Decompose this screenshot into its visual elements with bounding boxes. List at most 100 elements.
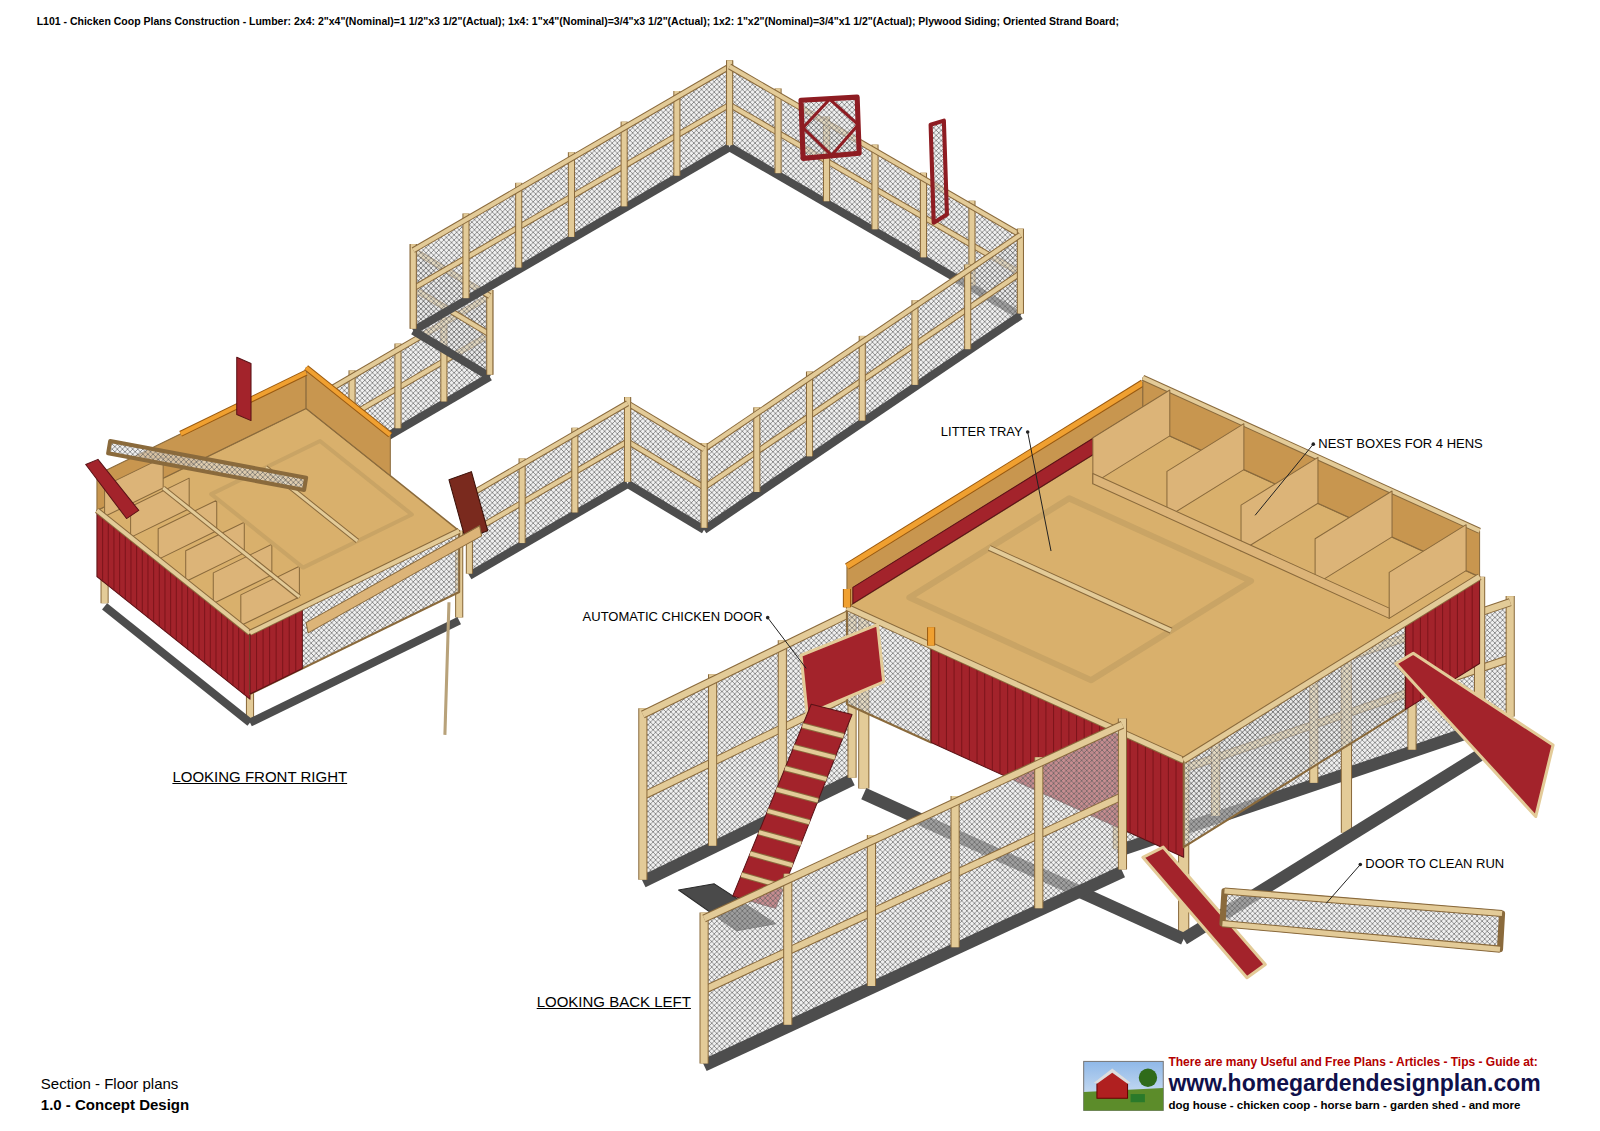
siding-groove <box>1145 743 1146 840</box>
fence-post <box>410 244 417 329</box>
fence-post <box>726 60 733 145</box>
siding-groove <box>244 628 245 694</box>
fence-post <box>487 290 492 375</box>
siding-groove <box>153 556 154 622</box>
ramp-rung <box>776 790 818 801</box>
post-cap <box>928 627 934 645</box>
fence-rail <box>413 105 729 289</box>
siding-groove <box>170 569 171 635</box>
fence-post <box>754 407 759 492</box>
fence-post <box>1035 757 1042 908</box>
door-frame <box>1224 891 1502 913</box>
fence-mesh <box>413 67 729 327</box>
osb-floor <box>847 424 1480 761</box>
side-door <box>1396 653 1553 816</box>
fence-post <box>1017 229 1024 314</box>
fence-post <box>411 244 416 329</box>
tray-shelf <box>306 526 482 633</box>
fence-post <box>911 300 918 385</box>
siding-groove <box>119 529 120 595</box>
siding-groove <box>1472 581 1473 668</box>
post-cap <box>927 627 935 645</box>
fence-post <box>673 91 680 176</box>
fence-post <box>860 336 865 421</box>
fence-post <box>726 60 733 145</box>
siding-groove <box>238 624 239 690</box>
door-frame <box>1222 924 1500 950</box>
fence-rail <box>469 403 627 495</box>
ramp-rung <box>759 832 801 844</box>
fence-rail <box>469 442 627 534</box>
siding-groove <box>1449 595 1450 682</box>
ramp-rung <box>794 747 835 758</box>
siding-groove <box>181 578 182 644</box>
fence-post <box>920 173 927 258</box>
sheet-number: 1.0 - Concept Design <box>41 1096 189 1113</box>
callout-label: DOOR TO CLEAN RUN <box>1363 857 1506 872</box>
trim <box>847 607 1184 760</box>
fence-post <box>727 60 732 145</box>
gate <box>801 97 859 158</box>
gate-brace <box>830 99 859 125</box>
fence-post <box>1017 229 1024 314</box>
fence-rail <box>704 725 1122 919</box>
fence-rail <box>628 403 705 449</box>
siding-groove <box>1015 684 1016 781</box>
siding-groove <box>204 597 205 663</box>
litter-tray <box>909 498 1251 680</box>
fence-post <box>964 264 971 349</box>
siding-groove <box>227 615 228 681</box>
ramp-rung <box>785 768 826 779</box>
siding-groove <box>1160 750 1161 847</box>
fence-post <box>395 344 400 429</box>
osb-floor <box>97 408 459 632</box>
siding-groove <box>289 614 290 675</box>
leader-line <box>1327 865 1361 903</box>
fence-post <box>774 88 781 173</box>
siding-groove <box>1464 586 1465 673</box>
ramp-rung <box>785 768 826 779</box>
fence-post <box>568 152 575 237</box>
fence-post <box>520 458 525 543</box>
siding-groove <box>215 606 216 672</box>
fence-post <box>807 372 812 457</box>
leader-dot <box>766 616 770 620</box>
back-wall <box>1143 378 1480 577</box>
fence-post <box>624 397 631 482</box>
gate-brace <box>832 125 859 156</box>
nest-divider <box>1093 390 1170 484</box>
logo-tractor <box>1131 1094 1145 1102</box>
fence-post <box>515 183 522 268</box>
ramp-rung <box>802 726 843 736</box>
siding-groove <box>969 663 970 760</box>
fence-post <box>462 213 469 298</box>
litter-tray <box>211 441 412 568</box>
fence-post <box>912 300 917 385</box>
fence-mesh <box>469 403 627 571</box>
fence-base-beam <box>628 484 705 530</box>
fence-post <box>487 290 492 375</box>
fence-post <box>871 145 878 230</box>
fence-post <box>621 122 628 207</box>
fence-rail <box>704 725 1122 919</box>
siding-groove <box>282 617 283 678</box>
post-cap <box>844 589 850 607</box>
siding-groove <box>164 565 165 631</box>
fence-post <box>622 122 627 207</box>
siding-groove <box>256 630 257 691</box>
back-wall <box>306 368 390 476</box>
prop-stick <box>445 602 449 735</box>
nest-divider <box>1241 457 1318 551</box>
callout-label: AUTOMATIC CHICKEN DOOR <box>581 610 765 625</box>
nest-divider <box>1389 525 1466 619</box>
fence-post <box>674 91 679 176</box>
fence-base-beam <box>413 147 729 331</box>
leader-dot <box>1311 442 1315 446</box>
fence-post <box>486 290 493 375</box>
ramp-rung <box>759 832 801 844</box>
siding-groove <box>187 583 188 649</box>
fence-rail <box>628 403 705 449</box>
fence-post <box>1506 596 1515 716</box>
